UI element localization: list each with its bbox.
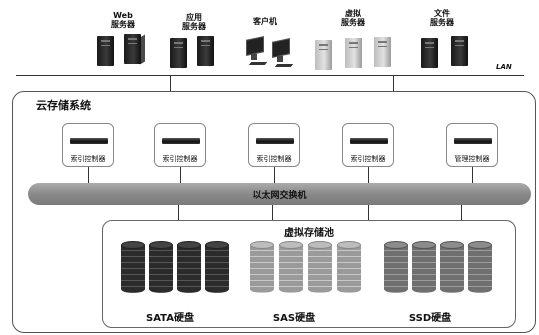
- cloud-storage-title: 云存储系统: [36, 99, 91, 112]
- virtual-storage-pool-title: 虚拟存储池: [284, 228, 334, 239]
- ctrl-link-4: [368, 167, 369, 183]
- management-controller: 管理控制器: [446, 123, 498, 167]
- index-controller-1: 索引控制器: [62, 123, 114, 167]
- sata-disk-label: SATA硬盘: [146, 313, 194, 324]
- hard-disk-icon: [205, 241, 229, 297]
- hard-disk-icon: [412, 241, 436, 297]
- ctrl-link-5: [472, 167, 473, 183]
- file-server-label: 文件 服务器: [430, 9, 454, 27]
- controller-label: 索引控制器: [70, 155, 106, 163]
- controller-label: 索引控制器: [256, 155, 292, 163]
- controller-label: 索引控制器: [162, 155, 198, 163]
- hard-disk-icon: [250, 241, 274, 297]
- hard-disk-icon: [468, 241, 492, 297]
- pool-link-1: [178, 205, 179, 220]
- ctrl-link-1: [88, 167, 89, 183]
- lan-drop-2: [393, 75, 394, 92]
- hard-disk-icon: [121, 241, 145, 297]
- controller-device-icon: [162, 138, 200, 144]
- controller-device-icon: [350, 138, 388, 144]
- index-controller-2: 索引控制器: [154, 123, 206, 167]
- controller-device-icon: [70, 138, 108, 144]
- lan-label: LAN: [496, 63, 512, 71]
- virtual-storage-pool-box: [102, 220, 516, 328]
- ctrl-link-3: [274, 167, 275, 183]
- index-controller-3: 索引控制器: [248, 123, 300, 167]
- pool-link-4: [461, 205, 462, 220]
- virtual-server-label: 虚拟 服务器: [341, 9, 365, 27]
- hard-disk-icon: [384, 241, 408, 297]
- hard-disk-icon: [308, 241, 332, 297]
- client-label: 客户机: [253, 17, 277, 26]
- hard-disk-icon: [177, 241, 201, 297]
- controller-device-icon: [454, 138, 492, 144]
- app-server-label: 应用 服务器: [182, 13, 206, 31]
- cloud-storage-system-box: [12, 91, 536, 333]
- web-server-label: Web 服务器: [111, 11, 135, 29]
- hard-disk-icon: [149, 241, 173, 297]
- sas-disk-label: SAS硬盘: [272, 313, 316, 324]
- controller-device-icon: [256, 138, 294, 144]
- index-controller-4: 索引控制器: [342, 123, 394, 167]
- lan-line: [16, 75, 524, 76]
- pool-link-2: [272, 205, 273, 220]
- lan-drop-1: [170, 75, 171, 92]
- hard-disk-icon: [279, 241, 303, 297]
- hard-disk-icon: [337, 241, 361, 297]
- ethernet-switch-label: 以太网交换机: [252, 191, 307, 201]
- controller-label: 管理控制器: [454, 155, 490, 163]
- ssd-disk-label: SSD硬盘: [408, 313, 452, 324]
- controller-label: 索引控制器: [350, 155, 386, 163]
- ethernet-switch: 以太网交换机: [28, 183, 531, 205]
- pool-link-3: [368, 205, 369, 220]
- ctrl-link-2: [180, 167, 181, 183]
- hard-disk-icon: [440, 241, 464, 297]
